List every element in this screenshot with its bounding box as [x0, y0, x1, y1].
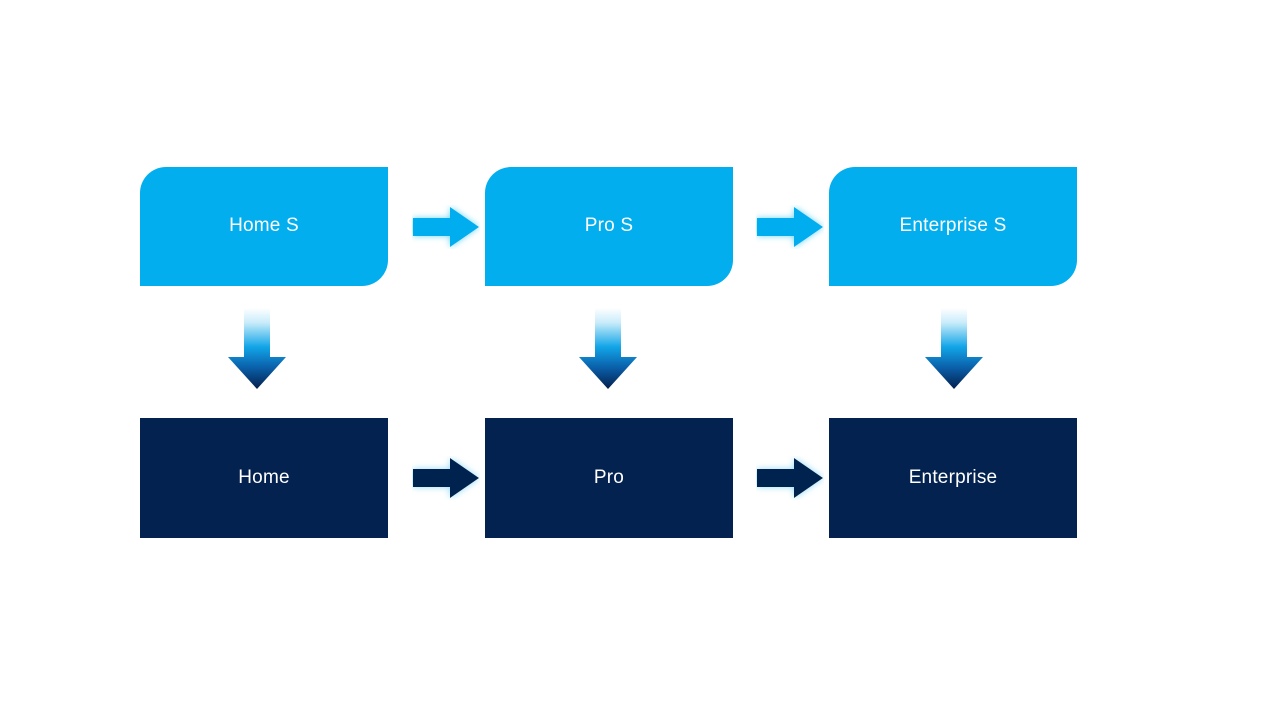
- node-label: Home: [238, 466, 290, 488]
- node-label: Pro S: [584, 215, 634, 237]
- arrow-right-pro-to-enterprise-icon: [756, 456, 824, 500]
- arrow-right-home-to-pro-icon: [412, 456, 480, 500]
- node-label: Enterprise: [908, 466, 998, 488]
- node-pro-s[interactable]: Pro S: [485, 167, 733, 286]
- node-home-s[interactable]: Home S: [140, 167, 388, 286]
- node-pro[interactable]: Pro: [485, 418, 733, 538]
- arrow-right-pro-s-to-enterprise-s-icon: [756, 205, 824, 249]
- node-home[interactable]: Home: [140, 418, 388, 538]
- node-label: Pro: [593, 466, 625, 488]
- arrow-down-home-s-to-home-icon: [226, 308, 288, 390]
- node-enterprise[interactable]: Enterprise: [829, 418, 1077, 538]
- node-enterprise-s[interactable]: Enterprise S: [829, 167, 1077, 286]
- node-label: Home S: [229, 215, 299, 237]
- node-label: Enterprise S: [899, 215, 1007, 237]
- arrow-down-enterprise-s-to-enterprise-icon: [923, 308, 985, 390]
- arrow-right-home-s-to-pro-s-icon: [412, 205, 480, 249]
- arrow-down-pro-s-to-pro-icon: [577, 308, 639, 390]
